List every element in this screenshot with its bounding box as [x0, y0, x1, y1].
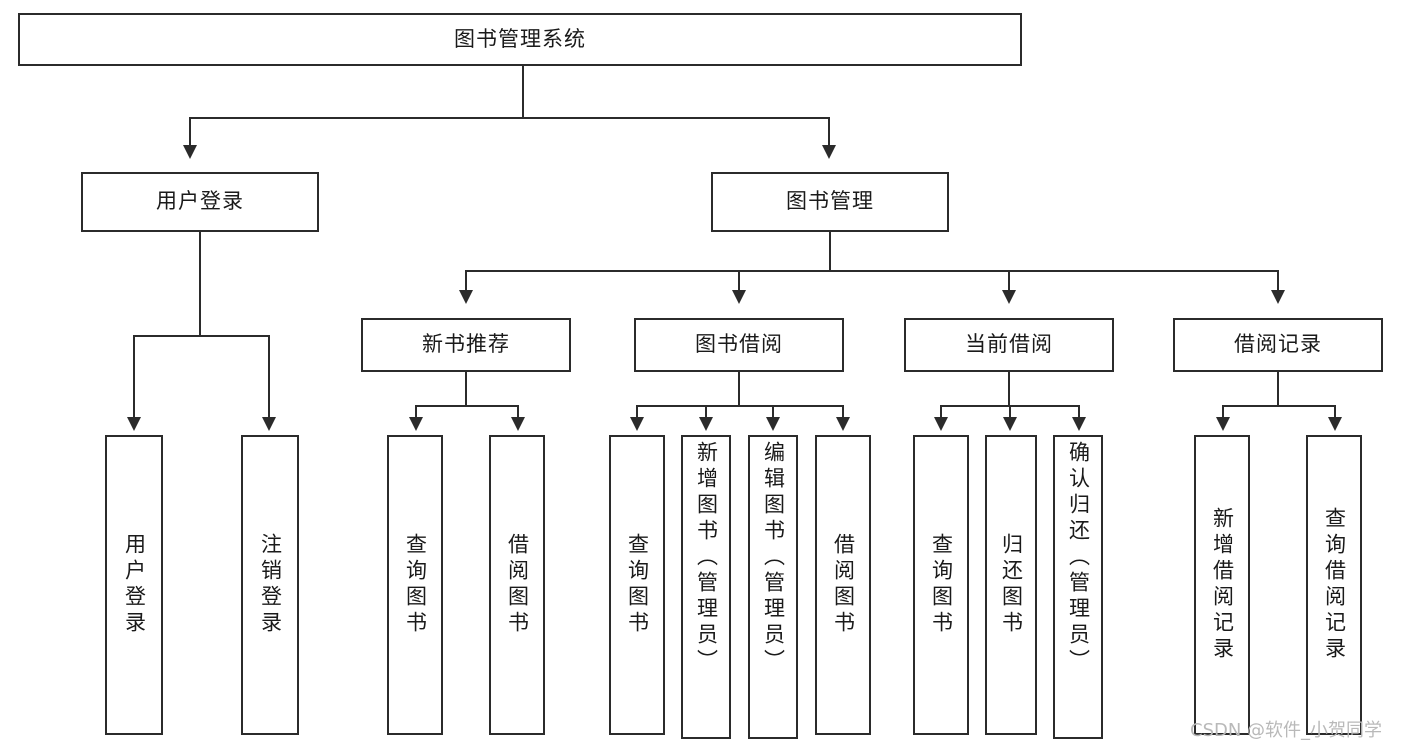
connector-to-borrow-record — [1277, 270, 1279, 292]
leaf-query-borrow-record-label: 查询借阅记录 — [1322, 507, 1347, 663]
connector-borrow-record-left-drop — [1222, 405, 1224, 419]
connector-book-borrow-drop-4 — [842, 405, 844, 419]
leaf-borrow-book[interactable]: 借阅图书 — [815, 435, 871, 735]
connector-user-login-left-drop — [133, 335, 135, 419]
leaf-confirm-return-admin-label: 确认归还（管理员） — [1066, 441, 1091, 675]
connector-book-borrow-drop-1 — [636, 405, 638, 419]
arrow-to-leaf-user-login — [127, 417, 141, 431]
node-current-borrow[interactable]: 当前借阅 — [904, 318, 1114, 372]
node-borrow-record-label: 借阅记录 — [1234, 332, 1322, 357]
arrow-book-borrow-leaf-1 — [630, 417, 644, 431]
watermark-text: CSDN @软件_小贺同学 — [1190, 720, 1383, 741]
leaf-add-borrow-record-label: 新增借阅记录 — [1210, 507, 1235, 663]
arrow-root-to-book-manage — [822, 145, 836, 159]
arrow-current-borrow-leaf-2 — [1003, 417, 1017, 431]
connector-to-book-borrow — [738, 270, 740, 292]
connector-current-borrow-stem — [1008, 372, 1010, 406]
leaf-add-book-admin[interactable]: 新增图书（管理员） — [681, 435, 731, 739]
connector-user-login-bar — [133, 335, 269, 337]
connector-current-borrow-drop-2 — [1009, 405, 1011, 419]
connector-book-borrow-drop-3 — [772, 405, 774, 419]
connector-user-login-stem — [199, 232, 201, 336]
connector-current-borrow-drop-1 — [940, 405, 942, 419]
leaf-user-login[interactable]: 用户登录 — [105, 435, 163, 735]
node-root[interactable]: 图书管理系统 — [18, 13, 1022, 66]
leaf-query-book-recommend-label: 查询图书 — [403, 533, 428, 637]
leaf-query-book-borrow[interactable]: 查询图书 — [609, 435, 665, 735]
arrow-new-book-leaf-2 — [511, 417, 525, 431]
arrow-current-borrow-leaf-3 — [1072, 417, 1086, 431]
connector-borrow-record-right-drop — [1334, 405, 1336, 419]
connector-borrow-record-stem — [1277, 372, 1279, 406]
leaf-query-book-current[interactable]: 查询图书 — [913, 435, 969, 735]
arrow-to-book-borrow — [732, 290, 746, 304]
connector-root-stem — [522, 66, 524, 117]
connector-new-book-stem — [465, 372, 467, 406]
connector-book-borrow-bar — [636, 405, 844, 407]
leaf-borrow-book-recommend-label: 借阅图书 — [505, 533, 530, 637]
leaf-return-book[interactable]: 归还图书 — [985, 435, 1037, 735]
arrow-to-borrow-record — [1271, 290, 1285, 304]
connector-to-current-borrow — [1008, 270, 1010, 292]
arrow-book-borrow-leaf-3 — [766, 417, 780, 431]
arrow-book-borrow-leaf-4 — [836, 417, 850, 431]
arrow-borrow-record-leaf-1 — [1216, 417, 1230, 431]
node-new-book-recommend[interactable]: 新书推荐 — [361, 318, 571, 372]
leaf-query-book-borrow-label: 查询图书 — [625, 533, 650, 637]
leaf-edit-book-admin-label: 编辑图书（管理员） — [761, 441, 786, 675]
connector-borrow-record-bar — [1222, 405, 1335, 407]
connector-book-borrow-drop-2 — [705, 405, 707, 419]
leaf-query-book-recommend[interactable]: 查询图书 — [387, 435, 443, 735]
leaf-user-login-label: 用户登录 — [122, 533, 147, 637]
node-book-borrow-label: 图书借阅 — [695, 332, 783, 357]
arrow-root-to-user-login — [183, 145, 197, 159]
connector-user-login-right-drop — [268, 335, 270, 419]
node-book-manage-label: 图书管理 — [786, 189, 874, 214]
arrow-to-current-borrow — [1002, 290, 1016, 304]
arrow-book-borrow-leaf-2 — [699, 417, 713, 431]
leaf-add-borrow-record[interactable]: 新增借阅记录 — [1194, 435, 1250, 735]
connector-root-to-user-login — [189, 117, 191, 147]
arrow-to-leaf-logout — [262, 417, 276, 431]
leaf-borrow-book-label: 借阅图书 — [831, 533, 856, 637]
leaf-edit-book-admin[interactable]: 编辑图书（管理员） — [748, 435, 798, 739]
connector-new-book-bar — [415, 405, 518, 407]
connector-book-manage-bar — [465, 270, 1279, 272]
leaf-borrow-book-recommend[interactable]: 借阅图书 — [489, 435, 545, 735]
arrow-to-new-book — [459, 290, 473, 304]
node-book-borrow[interactable]: 图书借阅 — [634, 318, 844, 372]
node-current-borrow-label: 当前借阅 — [965, 332, 1053, 357]
node-user-login[interactable]: 用户登录 — [81, 172, 319, 232]
connector-new-book-right-drop — [517, 405, 519, 419]
leaf-query-book-current-label: 查询图书 — [929, 533, 954, 637]
node-user-login-label: 用户登录 — [156, 189, 244, 214]
node-new-book-recommend-label: 新书推荐 — [422, 332, 510, 357]
arrow-borrow-record-leaf-2 — [1328, 417, 1342, 431]
leaf-add-book-admin-label: 新增图书（管理员） — [694, 441, 719, 675]
connector-to-new-book — [465, 270, 467, 292]
arrow-current-borrow-leaf-1 — [934, 417, 948, 431]
connector-root-bar — [189, 117, 830, 119]
node-borrow-record[interactable]: 借阅记录 — [1173, 318, 1383, 372]
connector-book-manage-stem — [829, 232, 831, 271]
connector-current-borrow-drop-3 — [1078, 405, 1080, 419]
leaf-logout-label: 注销登录 — [258, 533, 283, 637]
node-book-manage[interactable]: 图书管理 — [711, 172, 949, 232]
arrow-new-book-leaf-1 — [409, 417, 423, 431]
connector-book-borrow-stem — [738, 372, 740, 406]
connector-new-book-left-drop — [415, 405, 417, 419]
connector-root-to-book-manage — [828, 117, 830, 147]
leaf-query-borrow-record[interactable]: 查询借阅记录 — [1306, 435, 1362, 735]
node-root-label: 图书管理系统 — [454, 26, 586, 51]
leaf-logout[interactable]: 注销登录 — [241, 435, 299, 735]
leaf-return-book-label: 归还图书 — [999, 533, 1024, 637]
leaf-confirm-return-admin[interactable]: 确认归还（管理员） — [1053, 435, 1103, 739]
